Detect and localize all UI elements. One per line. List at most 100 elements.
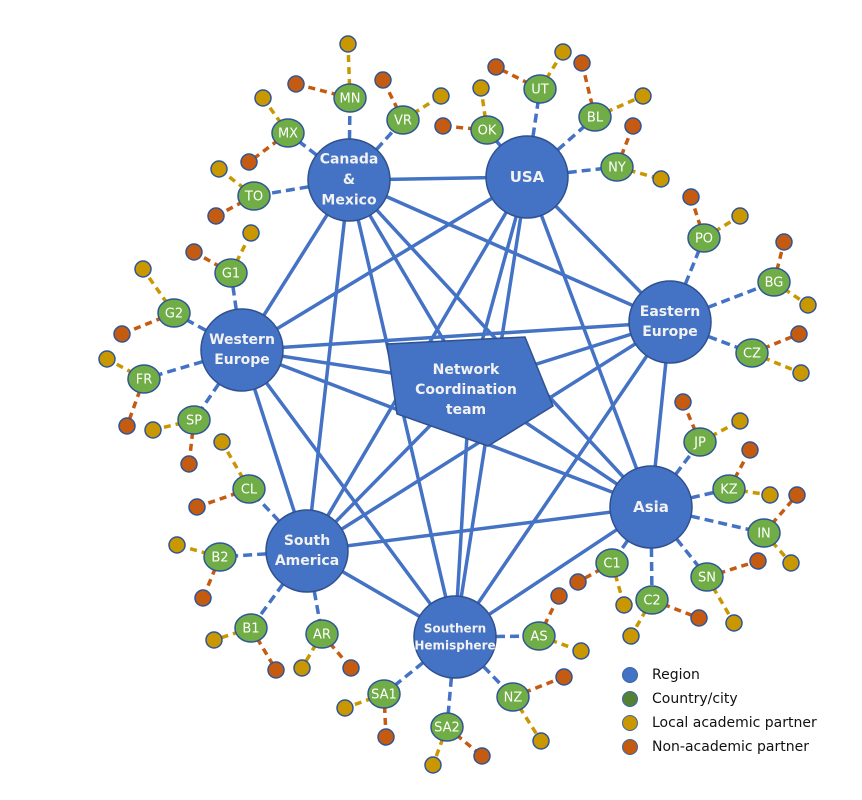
country-node-as: AS [522,621,556,651]
country-ellipse [690,562,724,592]
academic-partner-node [336,699,354,717]
non-academic-partner-node [573,54,591,72]
region-label: Mexico [321,192,377,208]
country-ellipse [157,298,191,328]
non-academic-partner-node [682,188,700,206]
country-node-ny: NY [600,152,634,182]
country-node-c1: C1 [595,548,629,578]
country-ellipse [203,542,237,572]
partner-link-BL [594,94,644,119]
academic-partner-node [210,160,228,178]
region-label: Asia [633,498,669,516]
academic-partner-node [242,224,260,242]
non-academic-partner-node [240,153,258,171]
region-node-asia: Asia [609,465,693,549]
region-label: USA [510,168,545,186]
legend-label: Region [652,667,700,683]
country-label: NY [608,161,626,176]
country-node-b1: B1 [234,613,268,643]
region-circle [265,509,349,593]
region-label: Europe [642,324,698,340]
country-label: G1 [222,267,240,282]
country-ellipse [177,405,211,435]
country-label: BL [587,111,604,126]
country-label: TO [244,190,263,205]
country-ellipse [232,474,266,504]
region-circle [200,308,284,392]
partner-link-G2 [121,311,175,336]
country-label: PO [695,232,713,247]
country-ellipse [305,619,339,649]
country-label: CL [241,483,258,498]
country-label: AS [530,630,547,645]
country-node-sn: SN [690,562,724,592]
center-label-line: team [446,402,486,418]
country-node-mx: MX [271,118,305,148]
country-node-bg: BG [757,267,791,297]
country-node-nz: NZ [496,682,530,712]
academic-partner-node [293,659,311,677]
country-label: KZ [720,483,738,498]
partner-link-NZ [512,675,565,699]
non-academic-partner-node [377,728,395,746]
region-label: & [343,172,355,188]
country-node-sp: SP [177,405,211,435]
legend: Region Country/city Local academic partn… [622,663,817,759]
spoke-NY [567,165,618,175]
country-node-fr: FR [127,364,161,394]
partner-nodes [98,35,817,774]
partner-link-MN [295,82,351,100]
country-label: OK [478,124,497,139]
country-ellipse [735,338,769,368]
region-link-canmex-easteur [347,178,672,324]
region-label: South [284,533,330,549]
spoke-B2 [219,552,267,559]
region-circle [628,280,712,364]
country-node-sa1: SA1 [367,679,401,709]
non-academic-partner-node [624,117,642,135]
country-label: BG [765,276,784,291]
country-ellipse [333,83,367,113]
country-ellipse [595,548,629,578]
network-coordination-team-shape [386,336,554,447]
spoke-SA2 [445,677,454,728]
country-node-cl: CL [232,474,266,504]
partner-link-CL [196,487,250,509]
country-ellipse [234,613,268,643]
non-academic-partner-node [374,71,392,89]
country-ellipse [687,223,721,253]
non-academic-partner-node [113,325,131,343]
non-academic-partner-node [473,747,491,765]
country-ellipse [635,585,669,615]
partner-link-BL [580,62,597,118]
non-academic-dot-icon [622,739,638,755]
region-circle [413,595,497,679]
non-academic-partner-node [207,207,225,225]
country-label: SN [698,571,716,586]
country-node-vr: VR [386,105,420,135]
spoke-PO [683,237,706,285]
partner-link-SN [705,576,736,624]
country-ellipse [470,115,504,145]
country-node-mn: MN [333,83,367,113]
academic-partner-node [144,421,162,439]
non-academic-partner-node [550,587,568,605]
non-academic-partner-node [434,117,452,135]
non-academic-partner-node [555,668,573,686]
academic-partner-node [98,350,116,368]
country-label: SA2 [434,721,460,736]
spoke-SN [675,537,709,579]
non-academic-partner-node [788,486,806,504]
spoke-BL [556,115,597,152]
legend-item-country: Country/city [622,687,817,711]
country-node-po: PO [687,223,721,253]
country-label: B2 [211,551,228,566]
country-dot-icon [622,691,638,707]
country-node-cz: CZ [735,338,769,368]
country-node-in: IN [747,518,781,548]
academic-partner-node [799,296,817,314]
country-ellipse [578,102,612,132]
academic-partner-node [205,631,223,649]
